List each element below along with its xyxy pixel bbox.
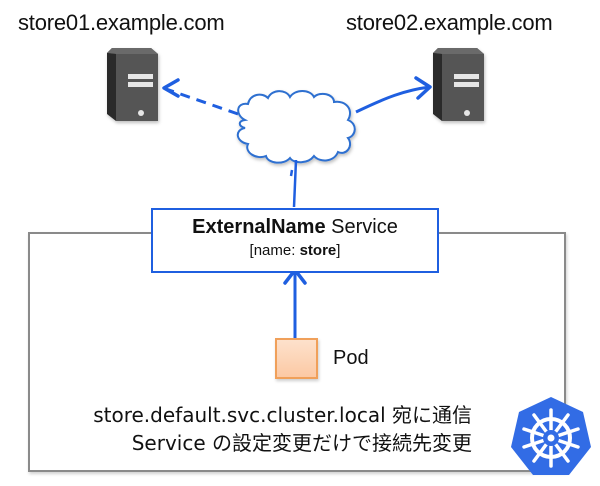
pod-box (275, 338, 318, 379)
service-name-suffix: ] (336, 242, 341, 259)
host-label-store02: store02.example.com (346, 10, 553, 35)
service-type: ExternalName (192, 216, 326, 238)
note-line-1: store.default.svc.cluster.local 宛に通信 (93, 403, 472, 427)
service-name: [name: store] (153, 242, 437, 259)
solid-arrow-to-store02 (355, 76, 432, 114)
kubernetes-logo-icon (511, 397, 591, 475)
service-title: ExternalName Service (153, 216, 437, 239)
dashed-arrow-to-store01 (162, 78, 239, 116)
arrow-pod-to-service (283, 268, 307, 338)
note-line-2: Service の設定変更だけで接続先変更 (131, 431, 472, 455)
cloud-service-connector (289, 159, 298, 208)
server-icon (433, 48, 484, 121)
host-label-store01: store01.example.com (18, 10, 225, 35)
cloud-icon (236, 90, 356, 164)
externalname-service-box: ExternalName Service [name: store] (151, 208, 439, 273)
server-icon (107, 48, 158, 121)
pod-label: Pod (333, 347, 369, 369)
service-name-value: store (299, 242, 337, 259)
service-word: Service (325, 216, 398, 238)
note-text: store.default.svc.cluster.local 宛に通信 Ser… (93, 401, 472, 457)
service-name-prefix: [name: (249, 242, 300, 259)
